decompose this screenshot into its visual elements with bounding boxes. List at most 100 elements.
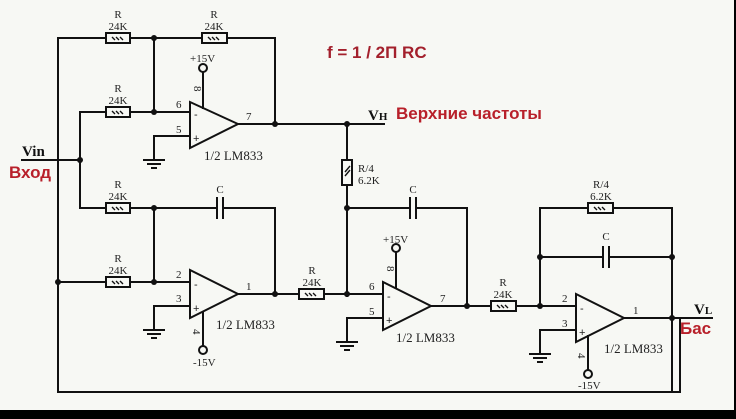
resistor-r2: R 24K [105,83,131,118]
label: R/4 [593,179,609,191]
label: + [579,327,585,339]
label: 1 [633,305,639,317]
junction-dot [151,279,157,285]
label: C [216,184,223,196]
resistor-r9: R/4 6.2K [587,179,614,214]
label: 3 [562,318,568,330]
label: R [114,83,122,95]
label: 24K [303,277,322,289]
label: + [386,315,392,327]
top-feedback-wire [57,37,107,181]
label: 6 [176,99,182,111]
label: 3 [176,293,182,305]
label: 8 [191,86,203,92]
ground-icon [143,159,165,169]
label: 6.2K [358,175,380,187]
opamp-triangle [575,292,627,344]
wire [415,207,468,307]
wire [539,329,577,355]
wire [612,207,673,321]
label: VH [368,108,388,124]
opamp-part-label: 1/2 LM833 [396,330,455,345]
opamp-triangle [189,100,241,150]
opamp-part-label: 1/2 LM833 [604,341,663,356]
junction-dot [464,303,470,309]
label: 5 [176,124,182,136]
label-part: H [379,111,388,123]
supply-label: -15V [193,357,216,369]
opamp-part-label: 1/2 LM833 [216,317,275,332]
label: 6 [369,281,375,293]
resistor-body [298,288,325,300]
supply-label: +15V [190,53,215,65]
resistor-r3: R 24K [105,179,131,214]
resistor-r8: R/4 6.2K [341,159,380,187]
label-part: L [705,305,712,317]
label: 24K [109,21,128,33]
supply-label: -15V [578,380,601,392]
opamp-part-label: 1/2 LM833 [204,148,263,163]
capacitor-c1: C [216,184,224,219]
label: C [602,231,609,243]
opamp-u4: - + 2 3 1 4 1/2 LM833 -15V [529,292,663,392]
label: - [387,291,391,303]
output-low-caption: Бас [680,319,711,338]
resistor-hatch [111,206,124,211]
bottom-loop-wire [57,149,681,393]
resistor-hatch [344,165,351,177]
junction-dot [537,254,543,260]
label: + [193,303,199,315]
junction-dot [669,254,675,260]
wire [222,207,276,295]
opamp-u1: - + 6 5 7 8 1/2 LM833 +15V [143,53,263,169]
label: - [194,109,198,121]
input-terminal: Vin Вход [9,144,83,182]
label-part: V [368,108,379,124]
resistor-hatch [496,304,509,309]
resistor-hatch [111,280,124,285]
label: - [194,279,198,291]
input-caption: Вход [9,163,51,182]
junction-dot [151,109,157,115]
resistor-body [490,300,517,312]
label: 4 [190,329,202,335]
label: 24K [109,95,128,107]
resistor-body [201,32,228,44]
label: R [114,179,122,191]
resistor-r7: R 24K [490,277,517,312]
resistor-r5: R 24K [105,253,131,288]
ground-icon [529,353,551,363]
supply-terminal [198,63,208,73]
wire [346,317,384,343]
label: R/4 [358,163,374,175]
capacitor-c3: C [602,231,610,268]
opamp-triangle [189,268,241,320]
opamp-u3: - + 6 5 7 8 1/2 LM833 +15V [336,234,455,351]
resistor-body [587,202,614,214]
wire [226,37,276,125]
label: R [114,9,122,21]
label-part: V [694,302,705,318]
label: R [499,277,507,289]
resistor-r1: R 24K [105,9,131,44]
label: VL [694,302,712,318]
label: 8 [384,266,396,272]
label: C [409,184,416,196]
resistor-body [105,106,131,118]
label: R [210,9,218,21]
resistor-hatch [111,110,124,115]
wire [539,207,589,307]
supply-terminal [391,243,401,253]
label: 2 [176,269,182,281]
ground-icon [336,341,358,351]
supply-label: +15V [383,234,408,246]
resistor-r6: R 24K [298,265,325,300]
output-high-caption: Верхние частоты [396,104,542,123]
opamp-u2: - + 2 3 1 4 1/2 LM833 -15V [143,268,275,369]
opamp-triangle [382,280,434,332]
junction-dot [344,291,350,297]
supply-terminal [198,345,208,355]
label: 4 [575,353,587,359]
